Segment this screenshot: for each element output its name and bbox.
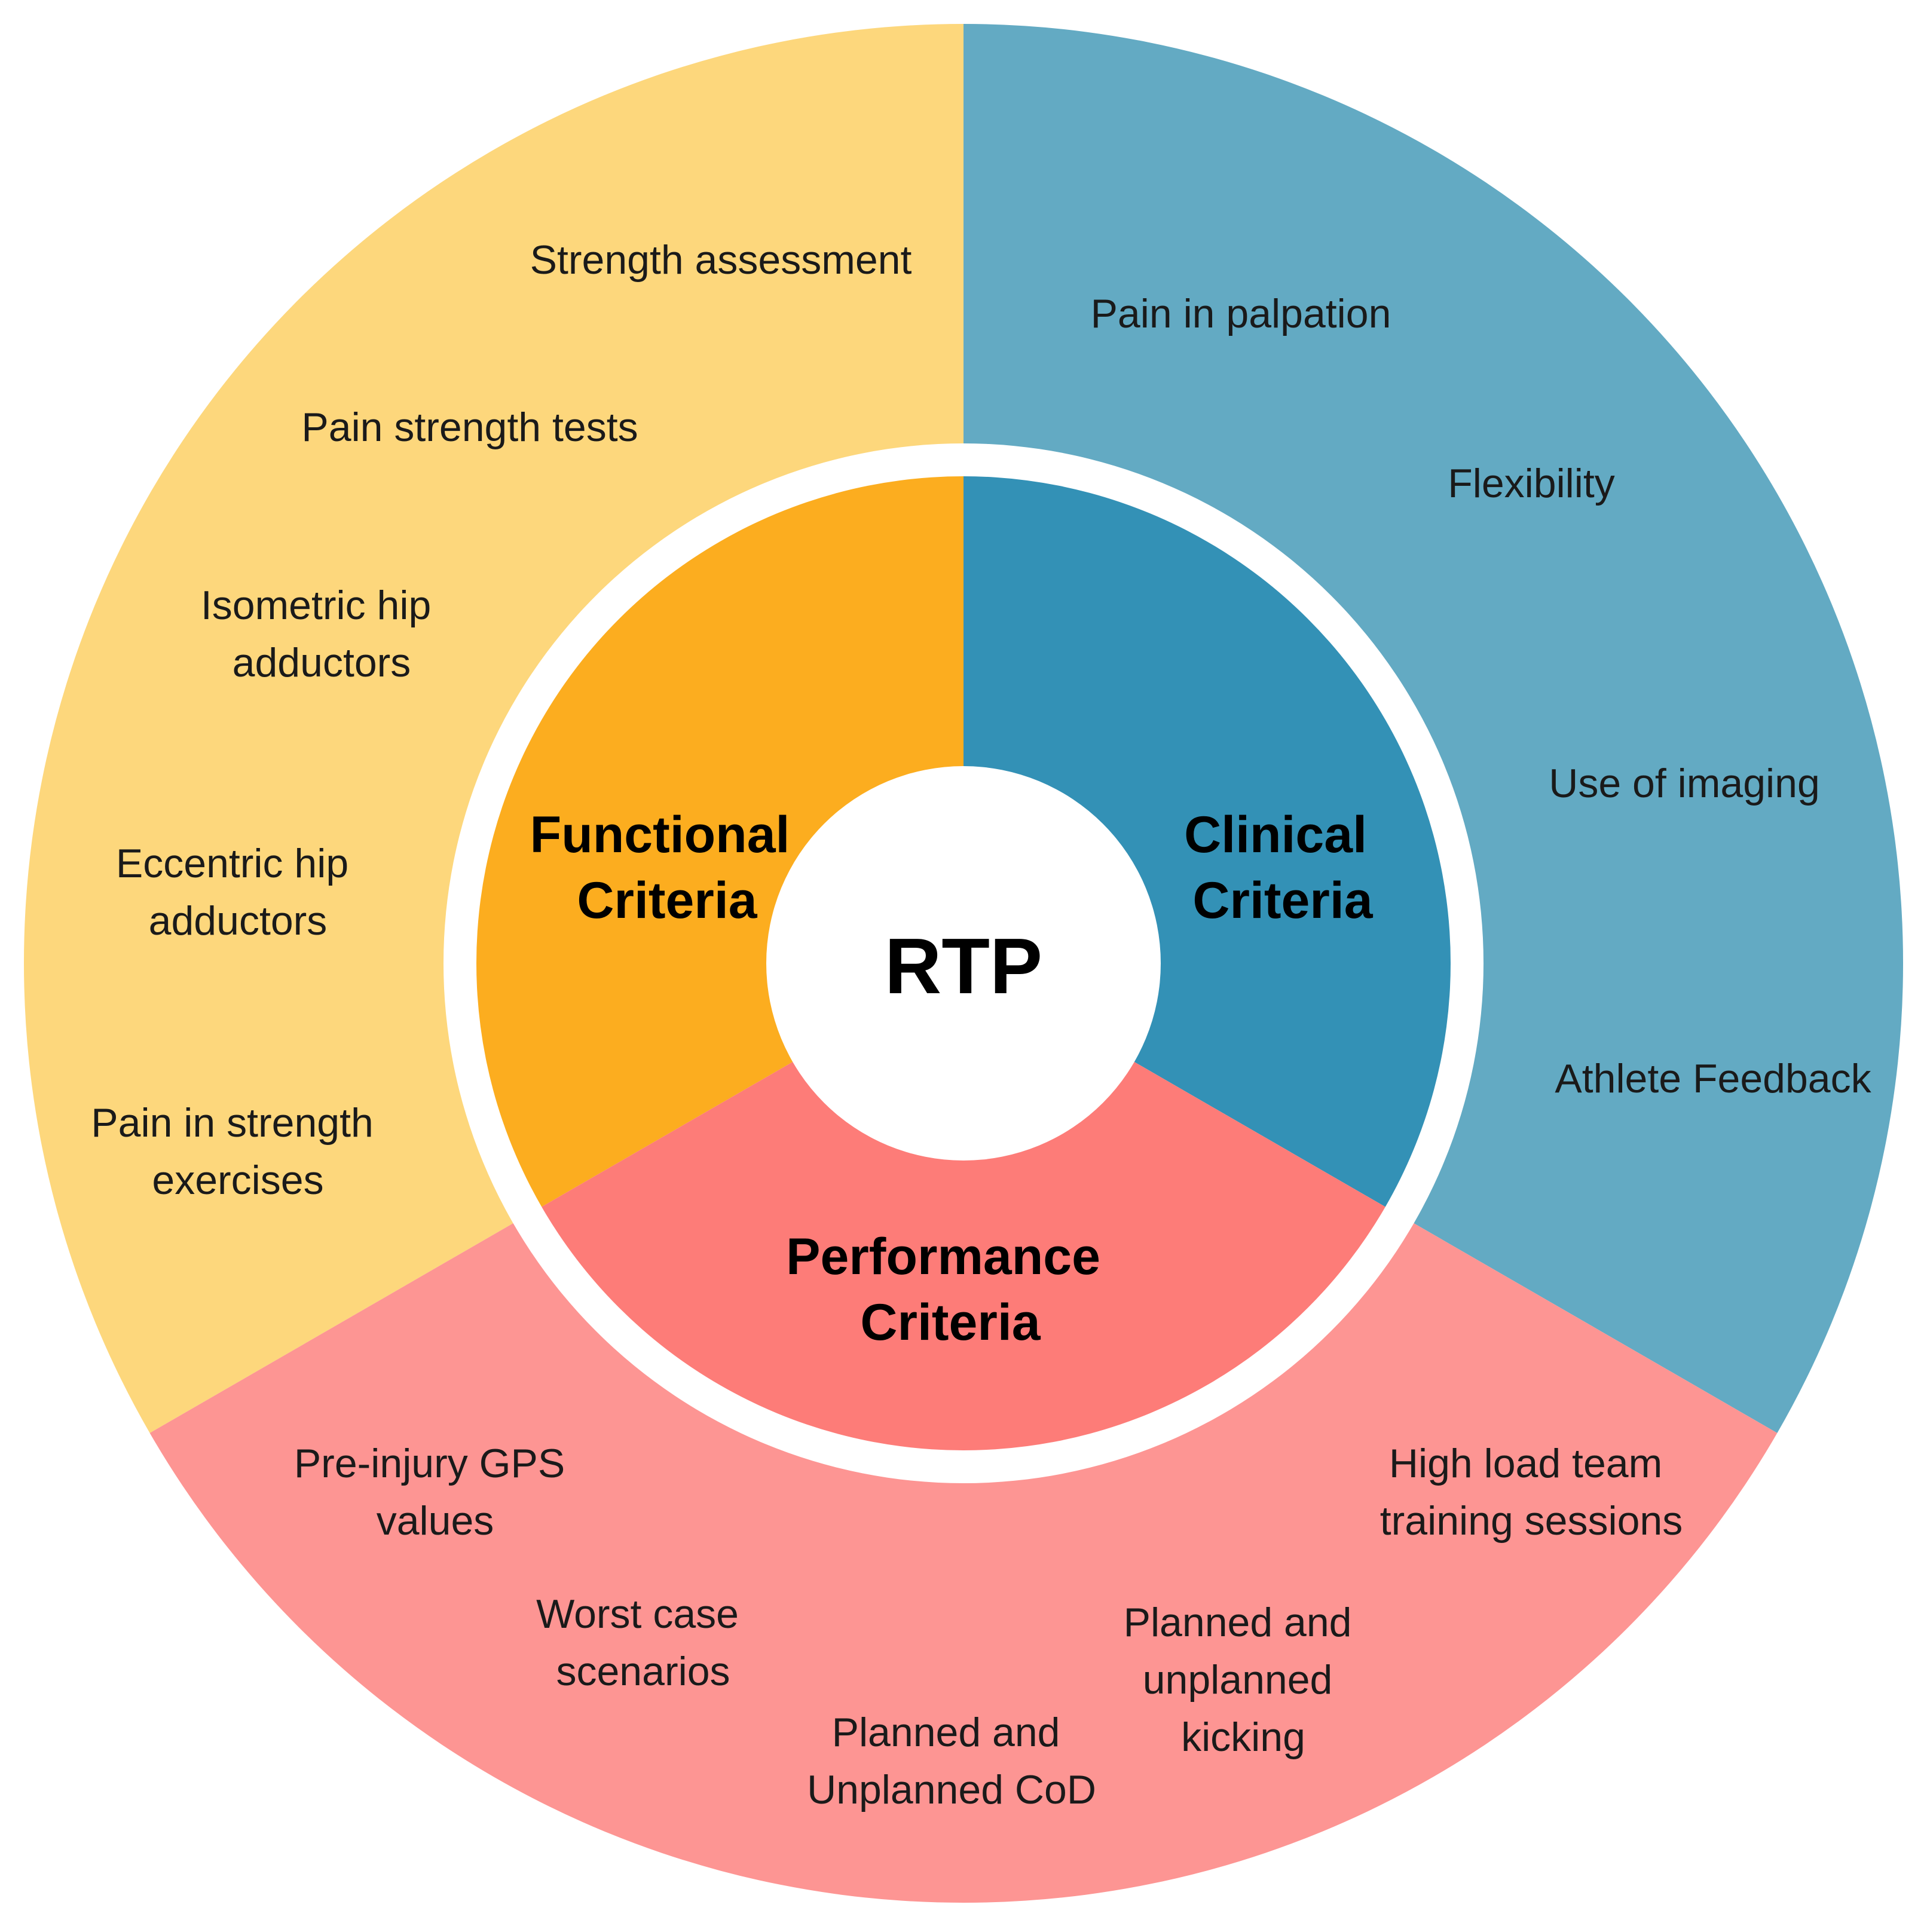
clinical-title-line: Criteria — [1192, 872, 1373, 929]
performance-title: Performance Criteria — [786, 1228, 1115, 1351]
clinical-title: Clinical Criteria — [1184, 806, 1381, 929]
performance-item: Pre-injury GPS values — [294, 1441, 576, 1544]
item-line: values — [377, 1498, 494, 1544]
item-line: Planned and — [832, 1710, 1060, 1755]
clinical-item: Pain in palpation — [1091, 291, 1391, 336]
item-line: Pre-injury GPS — [294, 1441, 565, 1486]
item-line: unplanned — [1143, 1657, 1333, 1703]
performance-items: Pre-injury GPS values Worst case scenari… — [294, 1441, 1683, 1812]
item-line: adductors — [149, 898, 328, 944]
item-line: Flexibility — [1448, 461, 1615, 506]
functional-items: Strength assessment Pain strength tests … — [91, 237, 911, 1203]
clinical-title-line: Clinical — [1184, 806, 1367, 864]
item-line: adductors — [233, 640, 411, 685]
item-line: Isometric hip — [201, 583, 431, 628]
performance-item: Planned and Unplanned CoD — [807, 1710, 1096, 1812]
item-line: training sessions — [1380, 1498, 1683, 1544]
center-circle — [766, 766, 1161, 1161]
performance-item: High load team training sessions — [1380, 1441, 1683, 1544]
item-line: exercises — [152, 1158, 323, 1203]
item-line: kicking — [1181, 1714, 1305, 1760]
clinical-item: Athlete Feedback — [1555, 1056, 1871, 1101]
item-line: Use of imaging — [1549, 761, 1820, 806]
functional-item: Strength assessment — [530, 237, 912, 283]
functional-title: Functional Criteria — [530, 806, 805, 929]
functional-item: Pain in strength exercises — [91, 1100, 384, 1203]
item-line: Planned and — [1124, 1600, 1352, 1645]
item-line: Worst case — [536, 1591, 739, 1637]
item-line: Pain strength tests — [301, 405, 638, 450]
functional-title-line: Criteria — [577, 872, 757, 929]
item-line: Pain in palpation — [1091, 291, 1391, 336]
performance-item: Planned and unplanned kicking — [1124, 1600, 1363, 1760]
item-line: scenarios — [556, 1649, 730, 1694]
item-line: Eccentric hip — [116, 841, 348, 886]
functional-title-line: Functional — [530, 806, 790, 864]
item-line: High load team — [1389, 1441, 1662, 1486]
performance-title-line: Performance — [786, 1228, 1100, 1285]
functional-item: Eccentric hip adductors — [116, 841, 360, 944]
item-line: Pain in strength — [91, 1100, 374, 1146]
clinical-items: Pain in palpation Flexibility Use of ima… — [1091, 291, 1872, 1101]
item-line: Athlete Feedback — [1555, 1056, 1871, 1101]
performance-item: Worst case scenarios — [536, 1591, 750, 1694]
item-line: Strength assessment — [530, 237, 912, 283]
functional-item: Isometric hip adductors — [201, 583, 442, 685]
performance-inner-sector — [542, 963, 1385, 1450]
center-label: RTP — [885, 922, 1042, 1010]
clinical-item: Use of imaging — [1549, 761, 1820, 806]
clinical-item: Flexibility — [1448, 461, 1615, 506]
item-line: Unplanned CoD — [807, 1767, 1096, 1812]
performance-title-line: Criteria — [860, 1294, 1041, 1351]
functional-item: Pain strength tests — [301, 405, 638, 450]
